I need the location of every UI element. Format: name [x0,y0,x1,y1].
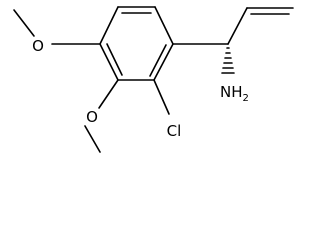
ring-bond-bottom-left [99,43,119,81]
ring-bond-bottom-right [153,43,174,81]
ring-bond-top-right [154,6,174,45]
oxygen-top-label: O [32,37,44,55]
bond-ring-chlorine [153,79,170,115]
ring-bond-bottom-right-inner [149,44,167,77]
bond-oxygen-methyl-bottom [84,125,101,153]
bond-chiral-vinyl [227,7,248,45]
bond-ring-oxygen-bottom [98,79,119,109]
molecule-diagram: O O Cl NH2 [13,6,294,153]
hashed-wedge-bond [221,47,235,74]
benzene-ring [99,6,174,81]
ring-bond-top-left [99,6,119,45]
bond-oxygen-methyl-top [13,9,35,37]
amine-label: NH2 [220,83,249,104]
ring-bond-bottom-left-inner [106,43,123,76]
oxygen-bottom-label: O [86,108,98,126]
chlorine-label: Cl [167,122,182,140]
